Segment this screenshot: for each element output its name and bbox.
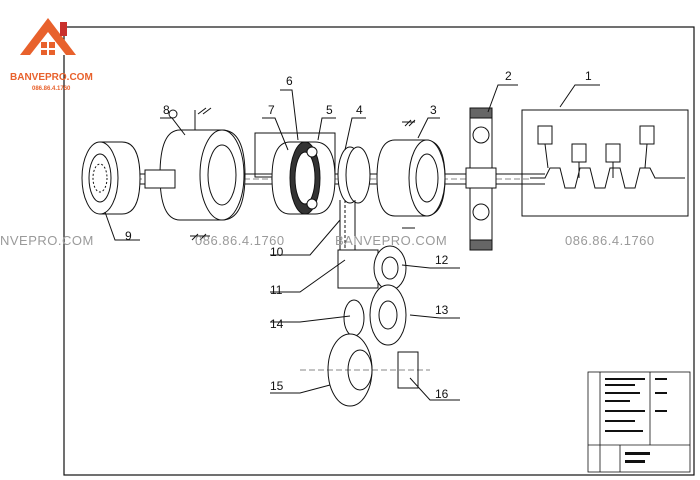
callout-14: 14 [270, 317, 284, 331]
callout-13: 13 [435, 303, 449, 317]
watermark-phone-1: 086.86.4.1760 [195, 233, 285, 248]
part-8-housing [159, 107, 246, 241]
part-4-belt-pulley [337, 146, 371, 260]
callout-3: 3 [430, 103, 437, 117]
lower-gear-train [300, 245, 430, 407]
brand-logo: BANVEPRO.COM 086.86.4.1760 [10, 18, 93, 92]
part-2-flywheel [465, 107, 497, 251]
watermark-left: NVEPRO.COM [0, 233, 94, 248]
callout-16: 16 [435, 387, 449, 401]
coupling [144, 169, 176, 189]
part-3-bearing-housing [376, 119, 446, 229]
part-5-6-7-planetary [254, 132, 336, 215]
callout-10: 10 [270, 245, 284, 259]
callout-labels: 1 2 3 4 5 6 7 8 9 10 11 12 13 14 15 16 [125, 69, 592, 401]
callout-11: 11 [270, 283, 283, 297]
callout-8: 8 [163, 103, 170, 117]
watermark-band: NVEPRO.COM 086.86.4.1760 BANVEPRO.COM 08… [0, 233, 655, 248]
brand-phone: 086.86.4.1760 [32, 86, 71, 92]
part-1-crankshaft [521, 109, 689, 217]
callout-9: 9 [125, 229, 132, 243]
leader-lines [104, 84, 600, 401]
sheet-frame [63, 26, 695, 476]
brand-name: BANVEPRO.COM [10, 72, 93, 83]
watermark-center: BANVEPRO.COM [335, 233, 447, 248]
callout-12: 12 [435, 253, 449, 267]
callout-1: 1 [585, 69, 592, 83]
callout-2: 2 [505, 69, 512, 83]
callout-15: 15 [270, 379, 284, 393]
watermark-phone-2: 086.86.4.1760 [565, 233, 655, 248]
callout-6: 6 [286, 74, 293, 88]
part-9-pulley [81, 141, 141, 215]
callout-5: 5 [326, 103, 333, 117]
callout-4: 4 [356, 103, 363, 117]
callout-7: 7 [268, 103, 275, 117]
title-block [587, 371, 691, 473]
